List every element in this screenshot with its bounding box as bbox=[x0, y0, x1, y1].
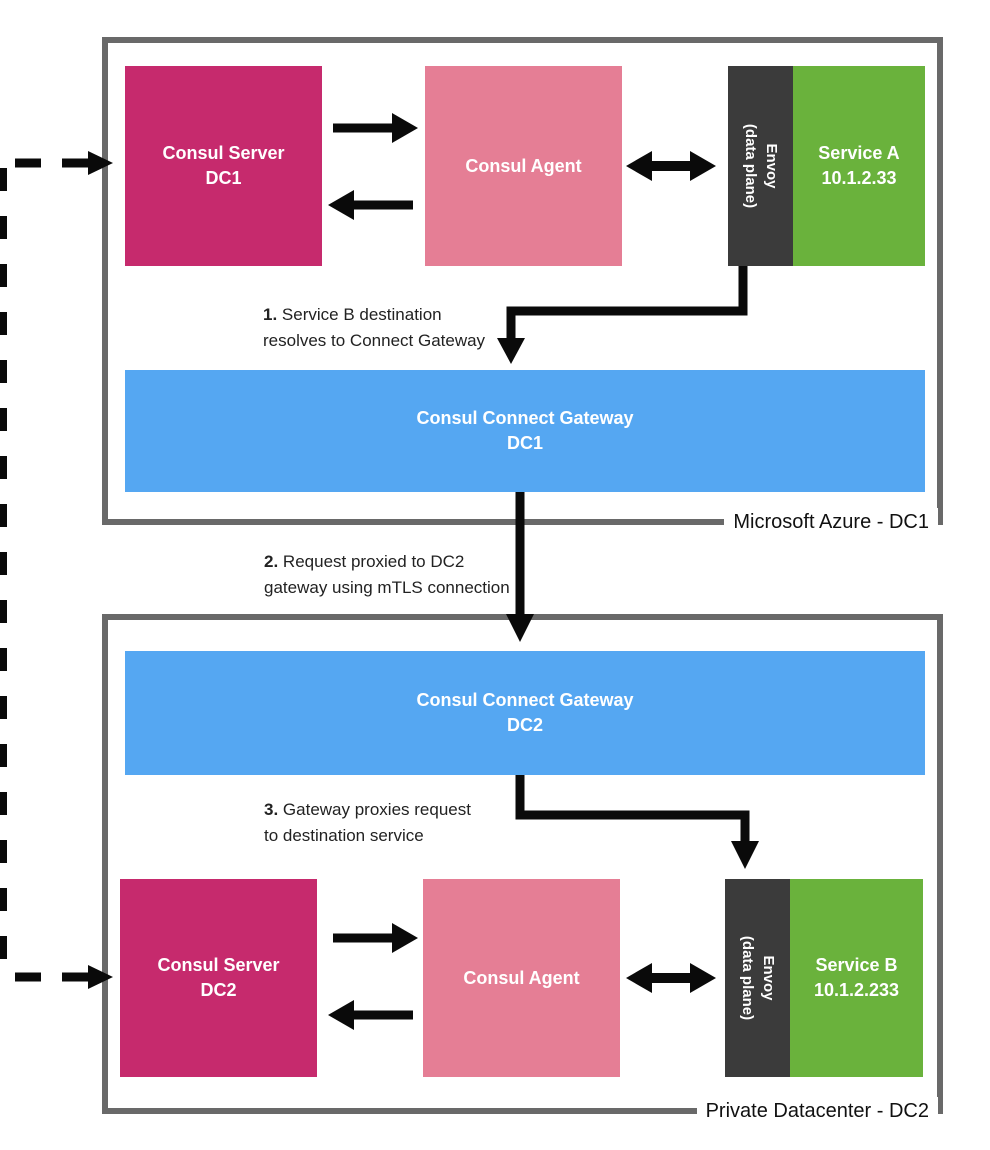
consul-agent-dc2-box: Consul Agent bbox=[423, 879, 620, 1077]
consul-server-dc1-dc: DC1 bbox=[205, 168, 242, 188]
service-a-box: Service A 10.1.2.33 bbox=[793, 66, 925, 266]
step2-number: 2. bbox=[264, 552, 279, 571]
step1-number: 1. bbox=[263, 305, 278, 324]
step2-annotation: 2. Request proxied to DC2 gateway using … bbox=[264, 549, 510, 601]
envoy-a-rotated-label: Envoy (data plane) bbox=[740, 124, 782, 208]
envoy-a-sub: (data plane) bbox=[741, 123, 759, 209]
envoy-b-sub: (data plane) bbox=[738, 935, 756, 1021]
consul-server-dc1-name: Consul Server bbox=[162, 143, 285, 163]
step3-annotation: 3. Gateway proxies request to destinatio… bbox=[264, 797, 471, 849]
service-a-ip: 10.1.2.33 bbox=[821, 168, 897, 188]
service-b-box: Service B 10.1.2.233 bbox=[790, 879, 923, 1077]
consul-agent-dc1-box: Consul Agent bbox=[425, 66, 622, 266]
step3-line2: to destination service bbox=[264, 826, 424, 845]
gateway-dc2-name: Consul Connect Gateway bbox=[416, 690, 634, 710]
gateway-dc1-name: Consul Connect Gateway bbox=[416, 408, 634, 428]
consul-server-dc1-box: Consul Server DC1 bbox=[125, 66, 322, 266]
consul-server-dc2-box: Consul Server DC2 bbox=[120, 879, 317, 1077]
step3-line1: Gateway proxies request bbox=[282, 800, 471, 819]
consul-agent-dc2-name: Consul Agent bbox=[463, 967, 580, 988]
envoy-a-name: Envoy bbox=[762, 143, 780, 189]
consul-connect-gateway-dc2-box: Consul Connect Gateway DC2 bbox=[125, 651, 925, 775]
step2-line1: Request proxied to DC2 bbox=[282, 552, 465, 571]
step1-annotation: 1. Service B destination resolves to Con… bbox=[263, 302, 485, 354]
wan-dashed-link bbox=[0, 151, 113, 989]
envoy-data-plane-a-box: Envoy (data plane) bbox=[728, 66, 793, 266]
consul-server-dc2-name: Consul Server bbox=[157, 955, 280, 975]
step3-number: 3. bbox=[264, 800, 279, 819]
envoy-b-rotated-label: Envoy (data plane) bbox=[737, 936, 779, 1020]
consul-server-dc2-dc: DC2 bbox=[200, 980, 237, 1000]
envoy-b-name: Envoy bbox=[759, 955, 777, 1001]
dc2-region-label: Private Datacenter - DC2 bbox=[696, 1097, 938, 1125]
envoy-data-plane-b-box: Envoy (data plane) bbox=[725, 879, 790, 1077]
consul-connect-gateway-dc1-box: Consul Connect Gateway DC1 bbox=[125, 370, 925, 492]
consul-agent-dc1-name: Consul Agent bbox=[465, 155, 582, 176]
step1-line2: resolves to Connect Gateway bbox=[263, 331, 486, 350]
step1-line1: Service B destination bbox=[281, 305, 442, 324]
service-b-name: Service B bbox=[815, 955, 898, 975]
service-b-ip: 10.1.2.233 bbox=[813, 980, 900, 1000]
dc1-region-label: Microsoft Azure - DC1 bbox=[724, 508, 938, 536]
step2-line2: gateway using mTLS connection bbox=[264, 578, 510, 597]
service-a-name: Service A bbox=[818, 143, 900, 163]
gateway-dc2-dc: DC2 bbox=[506, 715, 543, 735]
gateway-dc1-dc: DC1 bbox=[506, 433, 543, 453]
